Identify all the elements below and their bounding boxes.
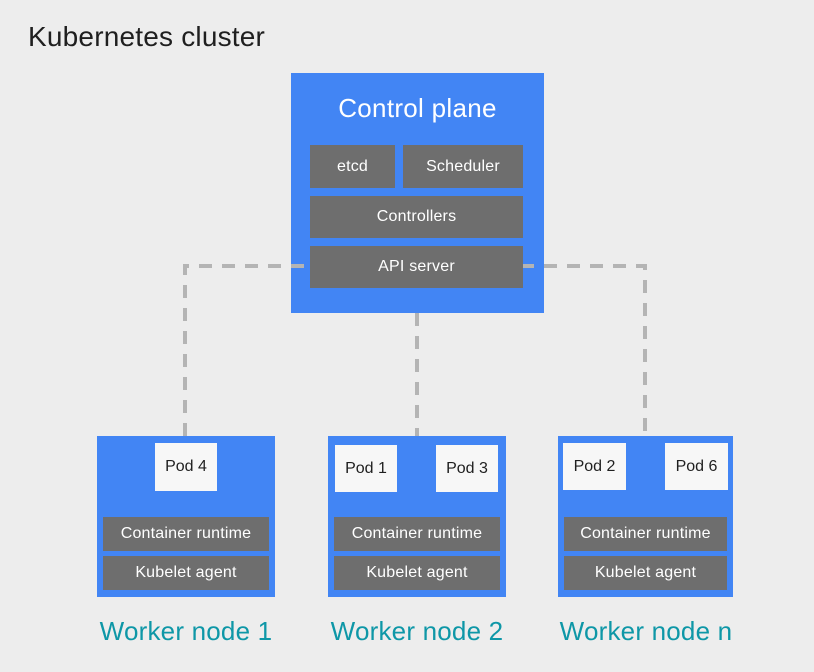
container-runtime-box: Container runtime xyxy=(334,517,500,551)
pod-box: Pod 4 xyxy=(155,443,217,491)
worker-node-1-box: Pod 4 Container runtime Kubelet agent xyxy=(97,436,275,597)
kubelet-agent-box: Kubelet agent xyxy=(564,556,727,590)
container-runtime-box: Container runtime xyxy=(103,517,269,551)
controllers-box: Controllers xyxy=(310,196,523,238)
etcd-box: etcd xyxy=(310,145,395,188)
api-server-box: API server xyxy=(310,246,523,288)
pod-box: Pod 6 xyxy=(665,443,728,490)
worker-node-1-label: Worker node 1 xyxy=(99,616,273,646)
control-plane-box: Control plane etcd Scheduler Controllers… xyxy=(291,73,544,313)
scheduler-box: Scheduler xyxy=(403,145,523,188)
worker-node-2-label: Worker node 2 xyxy=(330,616,504,646)
worker-node-n-label: Worker node n xyxy=(559,616,733,646)
worker-node-2-box: Pod 1 Pod 3 Container runtime Kubelet ag… xyxy=(328,436,506,597)
worker-node-n-box: Pod 2 Pod 6 Container runtime Kubelet ag… xyxy=(558,436,733,597)
pod-box: Pod 1 xyxy=(335,445,397,492)
control-plane-label: Control plane xyxy=(338,93,497,123)
pod-box: Pod 3 xyxy=(436,445,498,492)
kubelet-agent-box: Kubelet agent xyxy=(103,556,269,590)
kubelet-agent-box: Kubelet agent xyxy=(334,556,500,590)
container-runtime-box: Container runtime xyxy=(564,517,727,551)
pod-box: Pod 2 xyxy=(563,443,626,490)
diagram-title: Kubernetes cluster xyxy=(28,21,266,52)
